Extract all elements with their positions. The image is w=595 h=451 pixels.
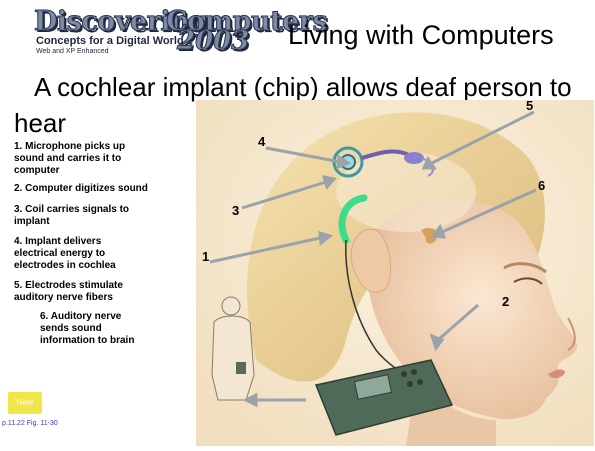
step-5-line-2: auditory nerve fibers [14,292,123,304]
step-4-line-3: electrodes in cochlea [14,260,116,272]
next-button[interactable]: Next [8,392,42,414]
step-4-line-1: 4. Implant delivers [14,236,116,248]
step-3-line-2: implant [14,216,129,228]
step-4: 4. Implant delivers electrical energy to… [14,236,116,272]
callout-5: 5 [526,98,533,113]
callout-6: 6 [538,178,545,193]
step-4-line-2: electrical energy to [14,248,116,260]
step-2: 2. Computer digitizes sound [14,183,148,195]
implant-receiver [404,152,424,164]
callout-2: 2 [502,294,509,309]
subtitle-line-2: hear [14,108,66,139]
step-6-line-3: information to brain [40,335,134,347]
brain-cutaway [336,152,476,232]
step-1-line-1: 1. Microphone picks up [14,141,125,153]
page-reference: p.11.22 Fig. 11-30 [2,420,58,427]
callout-1: 1 [202,249,209,264]
step-5: 5. Electrodes stimulate auditory nerve f… [14,280,123,304]
discovering-computers-logo: Discovering Computers 2003 Concepts for … [34,6,284,58]
logo-tagline: Concepts for a Digital World [36,35,184,47]
subtitle-line-1: A cochlear implant (chip) allows deaf pe… [34,72,572,103]
step-3: 3. Coil carries signals to implant [14,204,129,228]
logo-edition: Web and XP Enhanced [36,48,109,55]
step-1-line-2: sound and carries it to [14,153,125,165]
step-6-line-1: 6. Auditory nerve [40,311,134,323]
step-2-line-1: 2. Computer digitizes sound [14,183,148,195]
cochlear-implant-illustration [196,100,594,446]
slide-title: Living with Computers [288,20,554,51]
logo-year: 2003 [177,26,249,56]
step-6-line-2: sends sound [40,323,134,335]
step-3-line-1: 3. Coil carries signals to [14,204,129,216]
callout-3: 3 [232,203,239,218]
callout-4: 4 [258,134,265,149]
step-5-line-1: 5. Electrodes stimulate [14,280,123,292]
illustration-svg [196,100,594,446]
step-6: 6. Auditory nerve sends sound informatio… [40,311,134,347]
step-1-line-3: computer [14,165,125,177]
step-1: 1. Microphone picks up sound and carries… [14,141,125,177]
